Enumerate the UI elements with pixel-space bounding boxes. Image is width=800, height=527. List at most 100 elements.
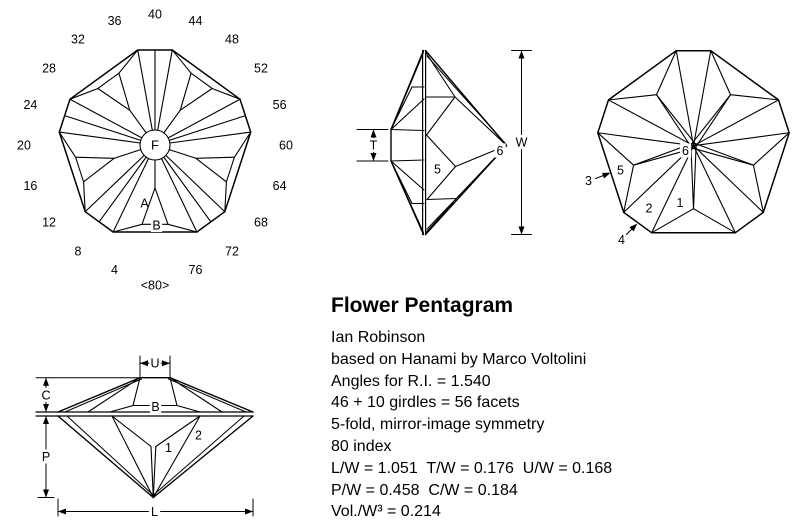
facet-line <box>426 197 458 201</box>
facet-line <box>163 156 212 223</box>
facet-line <box>390 98 425 131</box>
facet-line <box>607 99 695 147</box>
info-line: 80 index <box>331 437 392 455</box>
facet-line <box>157 49 173 131</box>
facet-line <box>597 132 635 166</box>
facet-line <box>179 87 213 111</box>
dimension-arrowhead <box>518 50 525 59</box>
facet-line <box>195 157 227 183</box>
facet-line <box>393 52 424 124</box>
facet-line <box>97 87 131 111</box>
facet-line <box>168 378 247 413</box>
label-mask <box>40 387 52 402</box>
facet-line <box>710 50 732 96</box>
facet-line <box>190 72 213 90</box>
crown-facet-label-a: A <box>140 196 149 210</box>
label-mask <box>150 217 163 232</box>
facet-line <box>83 181 86 213</box>
dimension-arrowhead <box>43 377 49 386</box>
info-line: 46 + 10 girdles = 56 facets <box>331 394 520 412</box>
info-line: P/W = 0.458 C/W = 0.184 <box>331 481 518 499</box>
info-line: based on Hanami by Marco Voltolini <box>331 350 587 368</box>
label-mask <box>40 449 52 464</box>
crown-index-label: 52 <box>254 61 268 75</box>
facet-line <box>160 157 198 233</box>
facet-line <box>692 99 780 147</box>
facet-line <box>152 415 245 496</box>
facet-line <box>169 377 223 413</box>
dimension-arrowhead <box>43 489 49 498</box>
profile-facet-label-1: 1 <box>165 441 172 455</box>
crown-index-label: 12 <box>42 215 56 229</box>
pavilion-facet-label-6: 6 <box>682 144 689 158</box>
pavilion-facet-label-5: 5 <box>617 163 624 177</box>
facet-line <box>118 49 139 74</box>
facet-line <box>390 159 425 162</box>
facet-line <box>424 51 456 98</box>
facet-line <box>690 94 732 145</box>
facet-line <box>83 157 115 183</box>
info-line: L/W = 1.051 T/W = 0.176 U/W = 0.168 <box>331 459 613 477</box>
facet-line <box>171 49 192 74</box>
facet-line <box>112 157 150 233</box>
facet-line <box>64 115 142 141</box>
facet-line <box>132 377 141 407</box>
design-title: Flower Pentagram <box>331 294 514 317</box>
facet-line <box>111 415 154 499</box>
crown-index-label: 20 <box>17 138 31 152</box>
facet-line <box>692 145 764 213</box>
crown-index-label: 76 <box>189 263 203 277</box>
facet-line <box>390 160 413 205</box>
side-facet-label-6: 6 <box>497 144 504 158</box>
crown-index-label: 44 <box>189 14 203 28</box>
crown-index-label: 68 <box>254 215 268 229</box>
facet-line <box>179 72 192 111</box>
facet-line <box>390 86 413 131</box>
info-line: 5-fold, mirror-image symmetry <box>331 416 545 434</box>
design-info-lines: Ian Robinson based on Hanami by Marco Vol… <box>331 327 751 523</box>
dimension-arrowhead <box>602 172 611 179</box>
dimension-arrowhead <box>162 360 170 367</box>
info-line: Ian Robinson <box>331 329 426 346</box>
facet-line <box>692 147 754 166</box>
facet-line <box>87 377 141 413</box>
dimension-arrowhead <box>370 153 377 161</box>
facet-line <box>84 154 145 213</box>
facet-line <box>623 164 635 213</box>
facet-line <box>167 223 198 233</box>
pavilion-facet-label-1: 1 <box>677 196 684 210</box>
label-mask <box>679 143 692 158</box>
label-mask <box>148 504 161 519</box>
facet-line <box>675 50 695 147</box>
pavilion-girdle-label-4: 4 <box>618 233 625 247</box>
facet-line <box>729 94 780 101</box>
facet-line <box>393 167 424 233</box>
dim-label-l: L <box>151 505 158 519</box>
crown-index-label: 40 <box>148 7 162 21</box>
facet-line <box>165 154 226 213</box>
facet-line <box>69 98 143 139</box>
crown-index-label: 4 <box>111 263 118 277</box>
crown-index-label: 72 <box>225 244 239 258</box>
facet-line <box>57 377 141 413</box>
facet-line <box>597 132 695 147</box>
facet-line <box>112 223 143 233</box>
label-mask <box>149 356 161 371</box>
facet-line <box>118 72 131 111</box>
dimension-arrowhead <box>629 223 638 232</box>
pavilion-girdle-label-3: 3 <box>585 174 592 188</box>
facet-line <box>109 404 134 413</box>
facet-line <box>169 377 254 413</box>
profile-facet-label-2: 2 <box>195 428 202 442</box>
facet-line <box>154 187 169 225</box>
dim-label-c: C <box>41 388 50 402</box>
facet-line <box>150 445 154 499</box>
label-mask <box>149 399 162 414</box>
facet-line <box>426 165 457 201</box>
facet-line <box>607 94 658 101</box>
crown-index-label: 32 <box>71 32 85 46</box>
label-mask <box>494 143 506 158</box>
facet-line <box>651 145 695 234</box>
